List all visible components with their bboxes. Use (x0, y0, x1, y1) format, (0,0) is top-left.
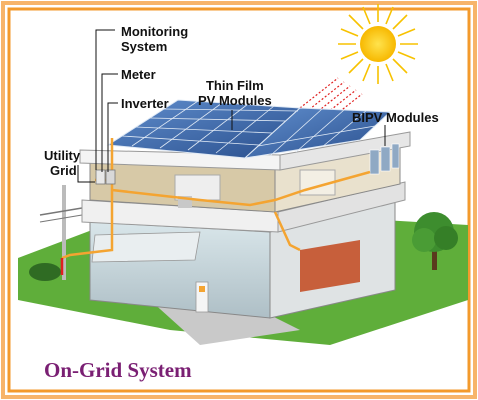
label-thin-film: Thin Film PV Modules (198, 78, 272, 108)
sun-icon (338, 4, 418, 84)
meeting-room (300, 240, 360, 292)
label-utility-line2: Grid (50, 163, 77, 178)
label-bipv-modules: BIPV Modules (352, 110, 439, 125)
tree (412, 212, 458, 270)
leader-lines (77, 29, 386, 183)
shrub (29, 263, 61, 281)
canopy (91, 231, 201, 263)
label-monitoring-system: Monitoring System (121, 24, 188, 54)
diagram-title: On-Grid System (44, 358, 192, 382)
sign-logo (199, 286, 205, 292)
label-monitoring-line2: System (121, 39, 168, 54)
label-monitoring-line1: Monitoring (121, 24, 189, 39)
roof-edge-side (279, 131, 411, 171)
bipv-panels (369, 143, 400, 175)
meter-box (95, 169, 106, 185)
inner-border (7, 7, 471, 393)
label-thin-film-line1: Thin Film (205, 78, 264, 93)
label-thin-film-line2: PV Modules (198, 93, 272, 108)
monitoring-box (105, 169, 116, 185)
label-inverter: Inverter (121, 96, 169, 111)
pv-grid (121, 100, 376, 157)
label-utility-line1: Utility (44, 148, 81, 163)
label-utility-grid: Utility Grid (44, 148, 80, 178)
label-meter: Meter (121, 67, 156, 82)
